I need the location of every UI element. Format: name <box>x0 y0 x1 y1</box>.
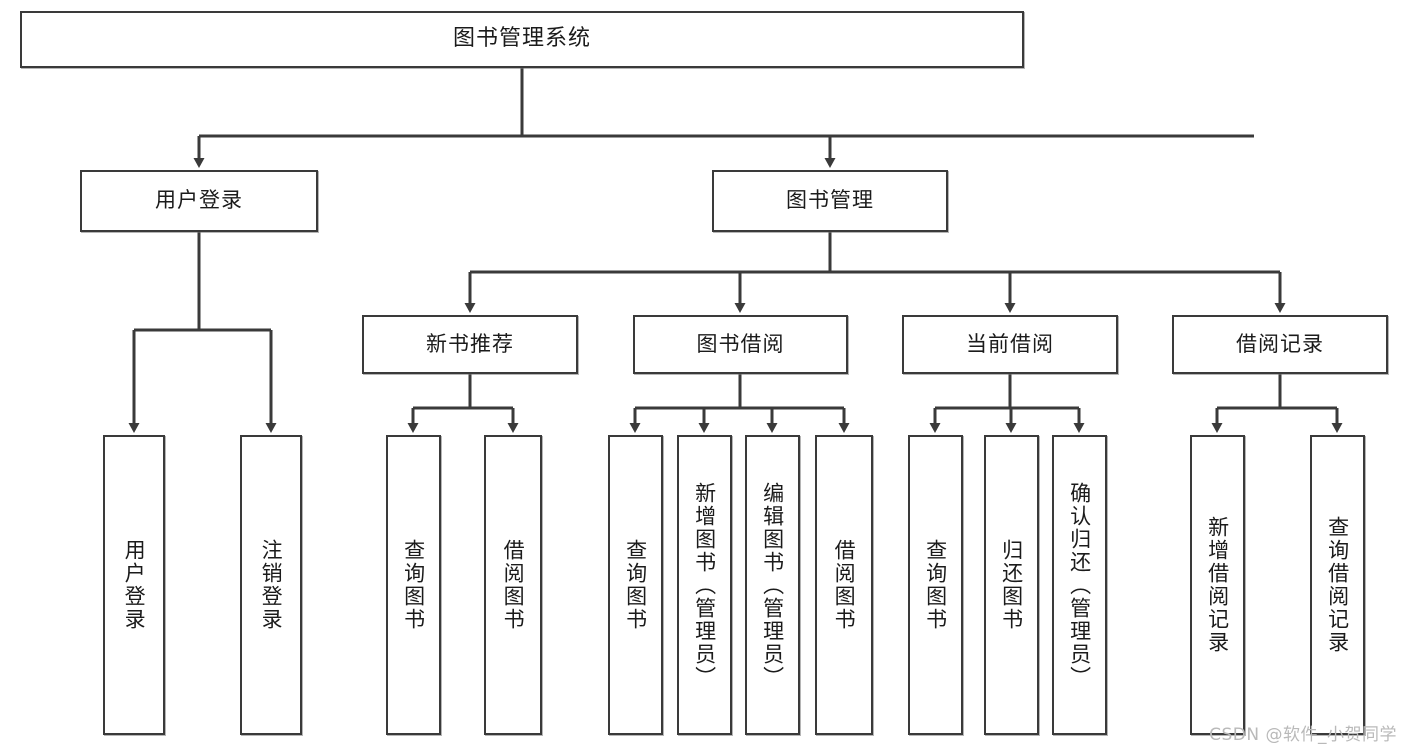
node-leaf-user-login-label: 用户登录 <box>122 539 147 631</box>
node-leaf-confirm-return[interactable]: 确认归还（管理员） <box>1052 435 1107 735</box>
node-leaf-add-record[interactable]: 新增借阅记录 <box>1190 435 1245 735</box>
node-leaf-return-book-label: 归还图书 <box>999 539 1024 631</box>
node-leaf-query-book-cur-label: 查询图书 <box>923 539 948 631</box>
node-leaf-add-record-label: 新增借阅记录 <box>1205 516 1230 654</box>
node-leaf-edit-book[interactable]: 编辑图书（管理员） <box>745 435 800 735</box>
node-leaf-query-book-borrow-label: 查询图书 <box>623 539 648 631</box>
node-leaf-query-record[interactable]: 查询借阅记录 <box>1310 435 1365 735</box>
node-leaf-query-book-rec-label: 查询图书 <box>401 539 426 631</box>
node-leaf-add-book-label: 新增图书（管理员） <box>692 481 717 689</box>
node-book-manage[interactable]: 图书管理 <box>712 170 948 232</box>
node-leaf-user-login[interactable]: 用户登录 <box>103 435 165 735</box>
node-leaf-query-book-rec[interactable]: 查询图书 <box>386 435 441 735</box>
node-leaf-query-book-borrow[interactable]: 查询图书 <box>608 435 663 735</box>
node-borrow-record[interactable]: 借阅记录 <box>1172 315 1388 374</box>
node-leaf-borrow-book-rec-label: 借阅图书 <box>501 539 526 631</box>
node-current-borrow-label: 当前借阅 <box>966 331 1054 356</box>
node-new-book-recommend[interactable]: 新书推荐 <box>362 315 578 374</box>
node-leaf-add-book[interactable]: 新增图书（管理员） <box>677 435 732 735</box>
node-leaf-logout-label: 注销登录 <box>259 539 284 631</box>
node-root[interactable]: 图书管理系统 <box>20 11 1024 68</box>
node-current-borrow[interactable]: 当前借阅 <box>902 315 1118 374</box>
node-leaf-borrow-book-label: 借阅图书 <box>832 539 857 631</box>
node-user-login-label: 用户登录 <box>155 188 243 213</box>
watermark: CSDN @软件_小贺同学 <box>1209 725 1397 745</box>
node-user-login[interactable]: 用户登录 <box>80 170 318 232</box>
node-root-label: 图书管理系统 <box>452 26 591 52</box>
node-leaf-return-book[interactable]: 归还图书 <box>984 435 1039 735</box>
node-book-borrow-label: 图书借阅 <box>696 331 785 356</box>
node-book-borrow[interactable]: 图书借阅 <box>633 315 848 374</box>
node-leaf-borrow-book[interactable]: 借阅图书 <box>815 435 873 735</box>
node-leaf-confirm-return-label: 确认归还（管理员） <box>1067 481 1092 689</box>
node-borrow-record-label: 借阅记录 <box>1236 331 1324 356</box>
node-leaf-edit-book-label: 编辑图书（管理员） <box>760 481 785 689</box>
node-leaf-logout[interactable]: 注销登录 <box>240 435 302 735</box>
node-leaf-query-record-label: 查询借阅记录 <box>1325 516 1350 654</box>
node-new-book-recommend-label: 新书推荐 <box>426 331 514 356</box>
node-leaf-query-book-cur[interactable]: 查询图书 <box>908 435 963 735</box>
node-leaf-borrow-book-rec[interactable]: 借阅图书 <box>484 435 542 735</box>
node-book-manage-label: 图书管理 <box>786 188 874 213</box>
